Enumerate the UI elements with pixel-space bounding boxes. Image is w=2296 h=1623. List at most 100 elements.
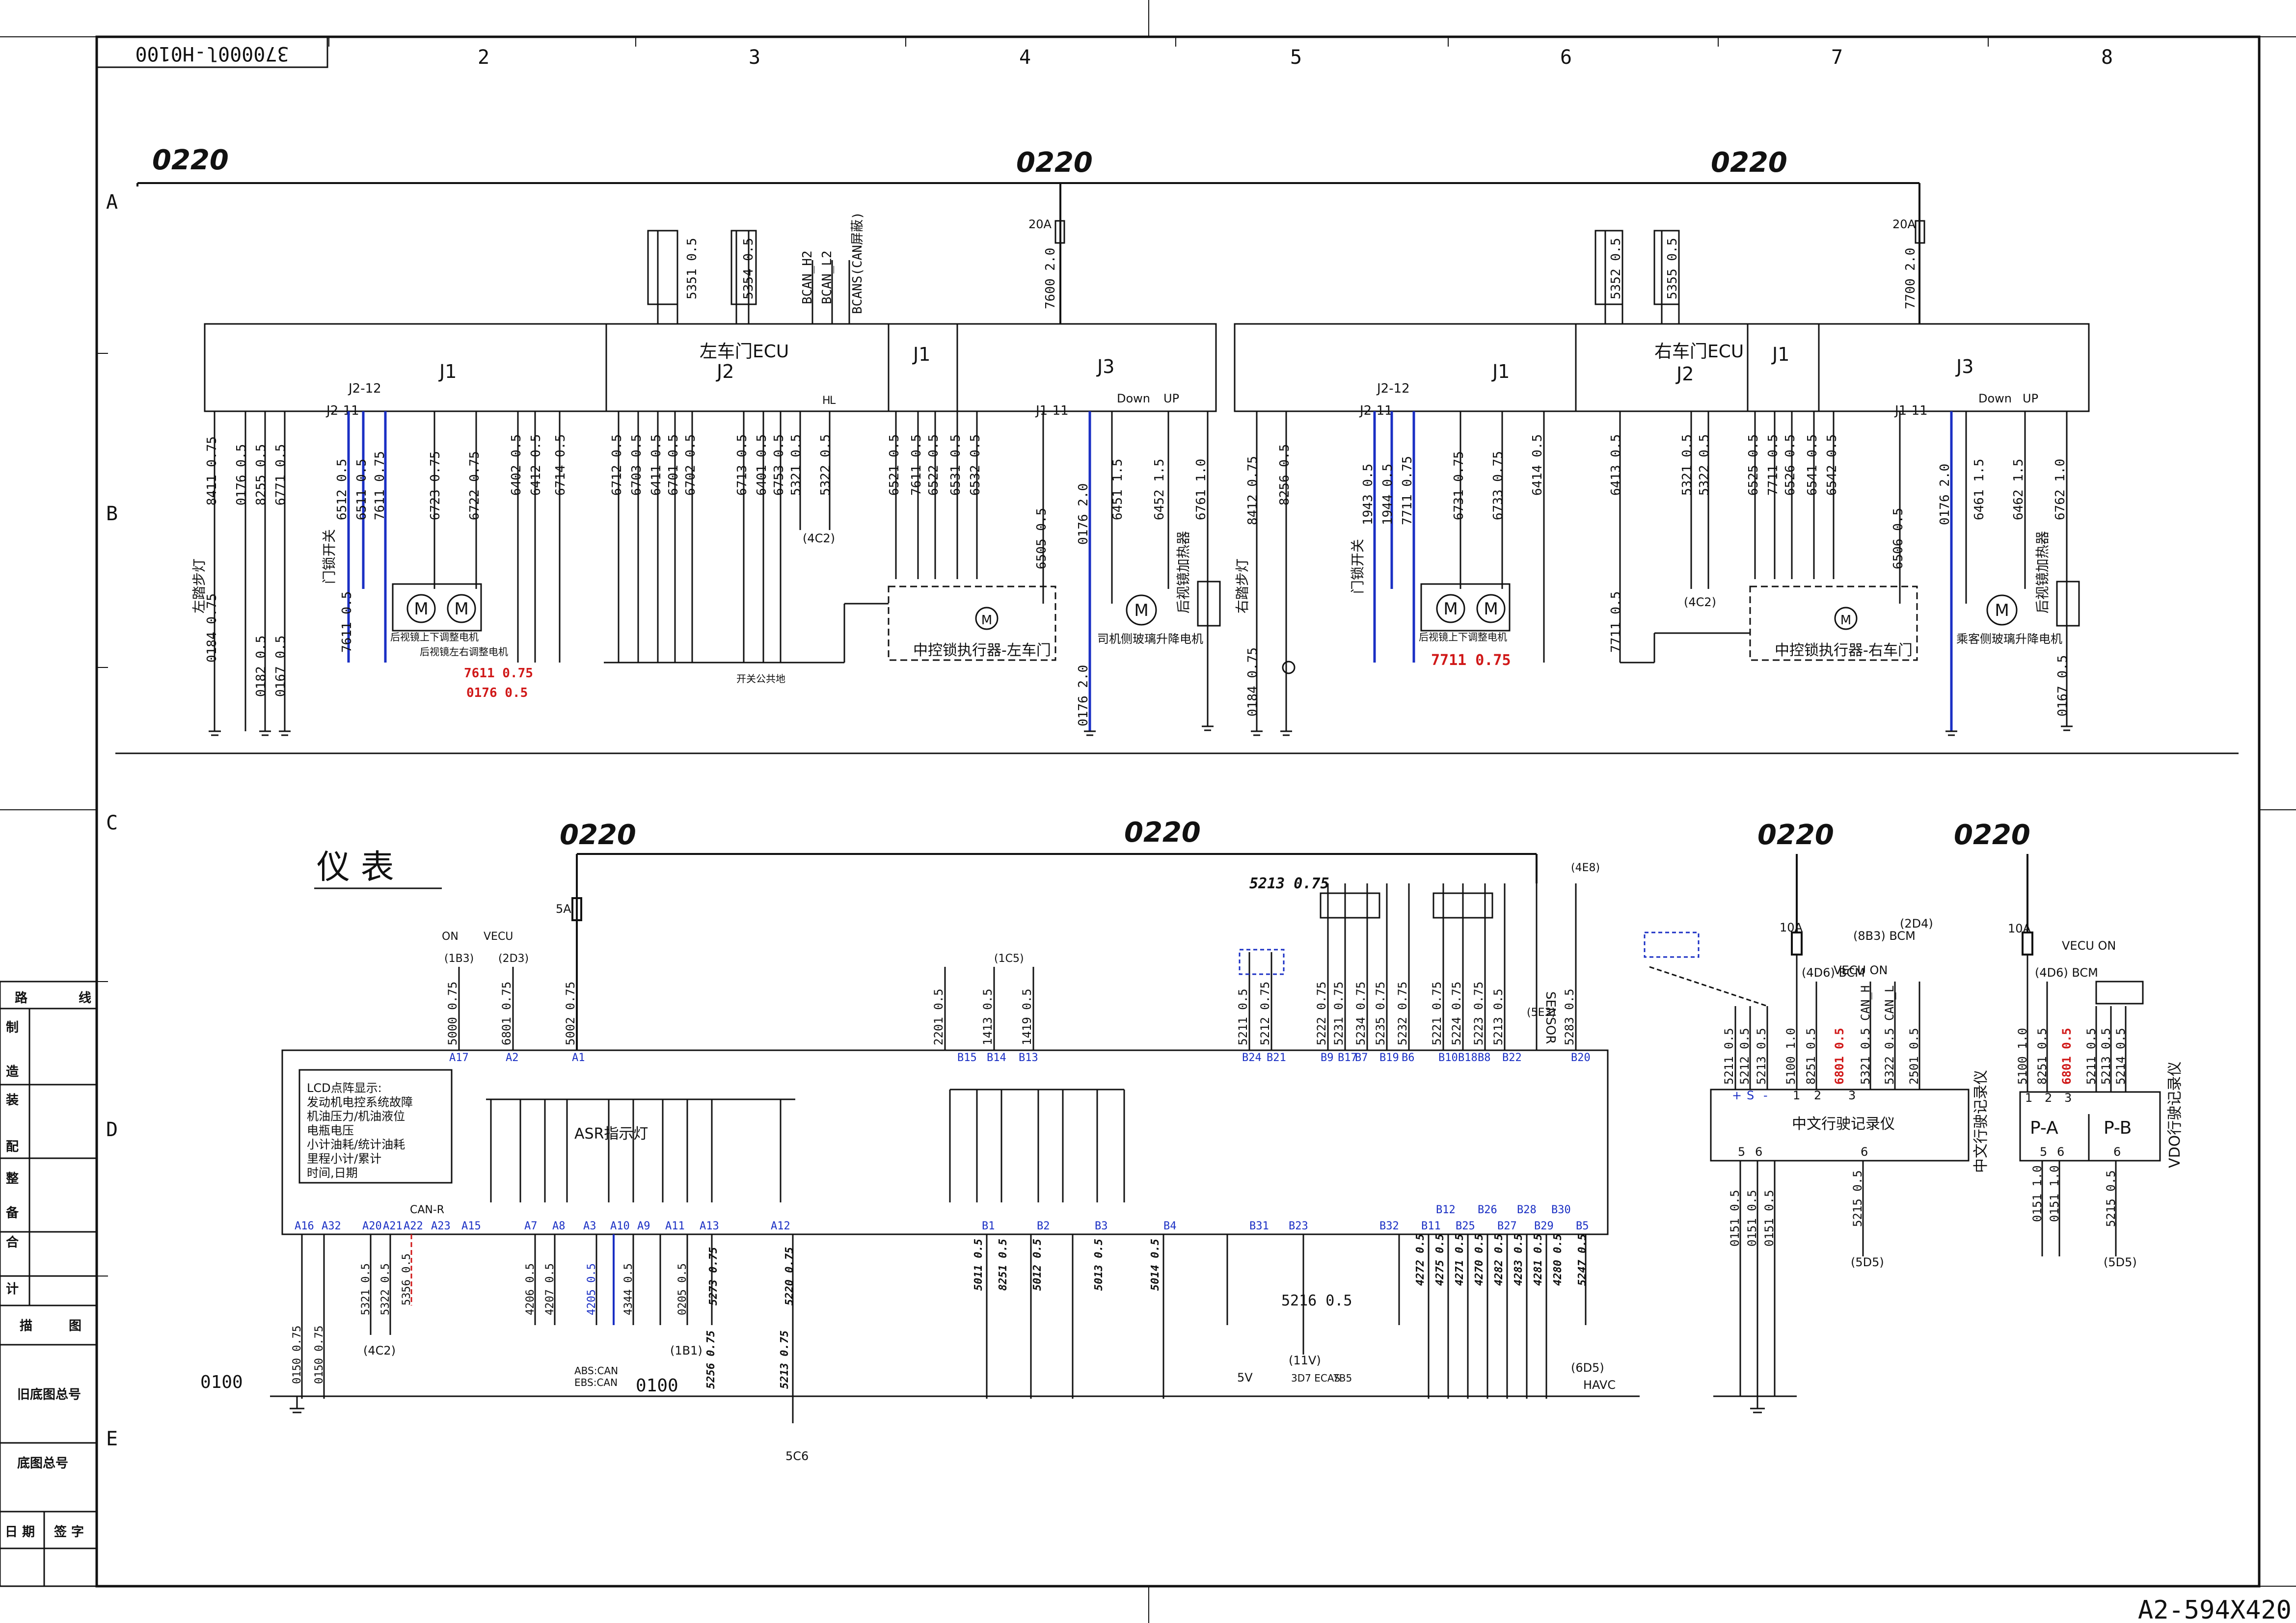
svg-text:H: H	[822, 395, 831, 407]
svg-text:0150 0.75: 0150 0.75	[313, 1326, 325, 1384]
right-motor-glyphs: M M M M	[1443, 599, 2009, 628]
ground-labels-0100: 0100 0100	[200, 1372, 678, 1396]
svg-text:6722 0.75: 6722 0.75	[467, 451, 482, 520]
instrument-top-refs: ON VECU (1B3) (2D3) (1C5) (4E8) (5E3)	[442, 862, 1600, 1019]
right-top-wires	[1594, 230, 1920, 324]
svg-text:5247 0.5: 5247 0.5	[1576, 1234, 1589, 1286]
svg-text:A16: A16	[295, 1220, 314, 1232]
svg-text:6522 0.5: 6522 0.5	[926, 434, 941, 496]
svg-text:E: E	[106, 1428, 118, 1450]
svg-text:8412 0.75: 8412 0.75	[1245, 456, 1260, 525]
svg-text:1944 0.5: 1944 0.5	[1380, 464, 1395, 525]
svg-text:A23: A23	[431, 1220, 451, 1232]
svg-text:6511 0.5: 6511 0.5	[354, 459, 369, 520]
svg-text:4271 0.5: 4271 0.5	[1454, 1234, 1466, 1286]
svg-text:5220 0.75: 5220 0.75	[783, 1247, 796, 1305]
svg-text:6733 0.75: 6733 0.75	[1491, 451, 1506, 520]
svg-text:后视镜上下调整电机: 后视镜上下调整电机	[390, 631, 479, 643]
svg-text:6505 0.5: 6505 0.5	[1034, 508, 1049, 569]
svg-text:(2D3): (2D3)	[498, 953, 529, 965]
svg-text:B12: B12	[1436, 1204, 1456, 1216]
svg-text:6541 0.5: 6541 0.5	[1805, 434, 1820, 496]
svg-text:BCANS(CAN屏蔽): BCANS(CAN屏蔽)	[850, 212, 865, 314]
svg-text:D: D	[106, 1118, 118, 1141]
svg-text:0220: 0220	[1016, 147, 1093, 179]
svg-text:门锁开关: 门锁开关	[1350, 539, 1366, 594]
svg-text:5273 0.75: 5273 0.75	[707, 1247, 720, 1305]
svg-text:M: M	[414, 599, 428, 619]
svg-text:6531 0.5: 6531 0.5	[948, 434, 963, 496]
svg-text:0176 2.0: 0176 2.0	[1076, 483, 1091, 545]
svg-text:整: 整	[6, 1171, 19, 1186]
svg-text:0151 0.5: 0151 0.5	[1745, 1190, 1759, 1247]
svg-text:5014 0.5: 5014 0.5	[1149, 1239, 1162, 1291]
svg-text:6411 0.5: 6411 0.5	[649, 434, 664, 496]
svg-text:5221 0.75: 5221 0.75	[1430, 982, 1444, 1045]
svg-text:J1: J1	[912, 344, 930, 365]
svg-text:6761 1.0: 6761 1.0	[1194, 459, 1209, 520]
svg-text:B24: B24	[1242, 1052, 1262, 1064]
svg-text:6402 0.5: 6402 0.5	[509, 434, 524, 496]
svg-text:7: 7	[1831, 46, 1843, 69]
instrument-cluster	[281, 1049, 1609, 1235]
svg-text:10A: 10A	[2008, 922, 2031, 935]
svg-text:B22: B22	[1502, 1052, 1522, 1064]
svg-text:B3: B3	[1095, 1220, 1108, 1232]
svg-text:装: 装	[6, 1093, 19, 1108]
svg-text:4281 0.5: 4281 0.5	[1532, 1234, 1544, 1286]
svg-text:7600 2.0: 7600 2.0	[1043, 248, 1058, 309]
svg-text:计: 计	[6, 1282, 19, 1297]
svg-text:J2: J2	[1675, 363, 1694, 385]
svg-text:6771 0.5: 6771 0.5	[273, 444, 288, 506]
svg-text:A7: A7	[524, 1220, 538, 1232]
svg-text:BCAN_H2: BCAN_H2	[800, 250, 815, 304]
upper-0220-labels: 0220 0220 0220	[152, 144, 1787, 179]
svg-text:0220: 0220	[1124, 817, 1201, 849]
svg-text:5213 0.5: 5213 0.5	[1755, 1028, 1768, 1085]
svg-text:乘客侧玻璃升降电机: 乘客侧玻璃升降电机	[1956, 632, 2062, 646]
svg-text:7711 0.75: 7711 0.75	[1431, 652, 1511, 669]
bold-wire-5213: 5213 0.75	[1249, 875, 1329, 892]
svg-text:5235 0.75: 5235 0.75	[1374, 982, 1387, 1045]
lower-grounds	[290, 1396, 1765, 1413]
svg-text:旧底图总号: 旧底图总号	[17, 1387, 81, 1402]
svg-text:6702 0.5: 6702 0.5	[683, 434, 698, 496]
svg-text:0151 1.0: 0151 1.0	[2048, 1165, 2061, 1222]
svg-text:2201 0.5: 2201 0.5	[932, 988, 945, 1045]
svg-text:5215 0.5: 5215 0.5	[1851, 1170, 1864, 1227]
svg-text:VECU ON: VECU ON	[2062, 939, 2116, 953]
svg-text:B6: B6	[1402, 1052, 1415, 1064]
svg-text:(11V): (11V)	[1289, 1354, 1321, 1367]
svg-text:3: 3	[749, 46, 760, 69]
svg-text:4206 0.5: 4206 0.5	[524, 1263, 537, 1315]
svg-text:1419 0.5: 1419 0.5	[1020, 988, 1034, 1045]
svg-text:2: 2	[1814, 1089, 1821, 1102]
lower-power-bus	[571, 853, 2033, 1050]
svg-text:1943 0.5: 1943 0.5	[1361, 464, 1376, 525]
svg-text:中文行驶记录仪: 中文行驶记录仪	[1792, 1116, 1895, 1133]
svg-text:6413 0.5: 6413 0.5	[1609, 434, 1623, 496]
svg-text:3: 3	[1848, 1089, 1856, 1102]
svg-text:3D7 ECAS: 3D7 ECAS	[1291, 1372, 1340, 1384]
svg-text:4207 0.5: 4207 0.5	[544, 1263, 556, 1315]
svg-text:5211 0.5: 5211 0.5	[1236, 988, 1250, 1045]
svg-text:M: M	[1840, 613, 1851, 628]
right-door-ecu-labels: 右车门ECU J2 J1 J1 J3 J2-12 J2-11 J1-11 20A…	[1359, 217, 2038, 418]
svg-text:6703 0.5: 6703 0.5	[629, 434, 644, 496]
svg-text:A3: A3	[583, 1220, 596, 1232]
svg-text:5356 0.5: 5356 0.5	[401, 1253, 413, 1305]
svg-text:司机侧玻璃升降电机: 司机侧玻璃升降电机	[1097, 632, 1203, 646]
title-block-labels: 路 线 制 造 装 配 整 备 合 计 描 图 旧底图总号 底图总号 日 期 签…	[5, 990, 91, 1540]
row-letters: A B C D E	[106, 191, 118, 1450]
left-blue-wires	[347, 411, 1091, 731]
left-red-wires: 7611 0.75 0176 0.5	[464, 666, 533, 700]
svg-text:5322 0.5: 5322 0.5	[379, 1263, 392, 1315]
svg-text:C: C	[106, 812, 118, 834]
left-door-ecu-labels: 左车门ECU J2 J1 J1 J3 J2-12 J2-11 J1-11 20A…	[325, 217, 1179, 418]
svg-text:5002 0.75: 5002 0.75	[564, 982, 577, 1045]
svg-text:(5D5): (5D5)	[2104, 1255, 2137, 1269]
svg-text:5321 0.5: 5321 0.5	[789, 434, 804, 496]
svg-text:5321 0.5: 5321 0.5	[360, 1263, 372, 1315]
svg-text:(4D6) BCM: (4D6) BCM	[1802, 966, 1865, 980]
svg-text:合: 合	[6, 1235, 19, 1250]
